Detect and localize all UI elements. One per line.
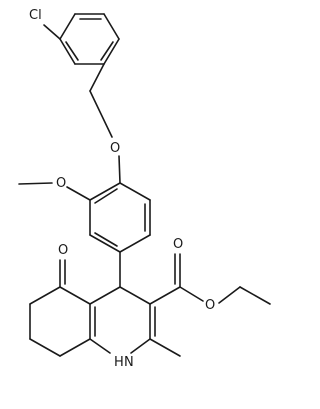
amine-h-label: H [114,355,124,370]
c3-carbonyl-bond [149,286,181,305]
ethyl-ch2-bond [218,286,241,304]
methoxy-methyl-bond [18,182,53,185]
c2-methyl-bond [149,338,181,357]
ch2-oxygen-bond [89,90,113,138]
ether-oxygen-label: O [110,141,120,156]
cyclohexenone-ring [29,286,91,357]
dihydropyridine-ring [89,286,156,354]
carbonyl-oxygen-label: O [173,237,183,252]
molecule-structure: Cl O O H N O O [18,8,271,370]
chlorine-label: Cl [29,8,42,23]
methoxy-oxygen-label: O [56,176,66,191]
chlorine-bond [43,24,61,40]
oxygen-aryl-bond [118,155,121,184]
methoxyphenyl-ring [89,182,151,253]
methoxy-bond [66,186,91,201]
chlorophenyl-ring [59,13,120,65]
ethyl-ch3-bond [239,286,271,305]
ester-single-bond [179,286,204,302]
amine-n-label: N [124,355,134,370]
benzyl-bond [89,63,105,92]
ketone-oxygen-label: O [58,243,68,258]
ester-oxygen-label: O [205,298,215,313]
